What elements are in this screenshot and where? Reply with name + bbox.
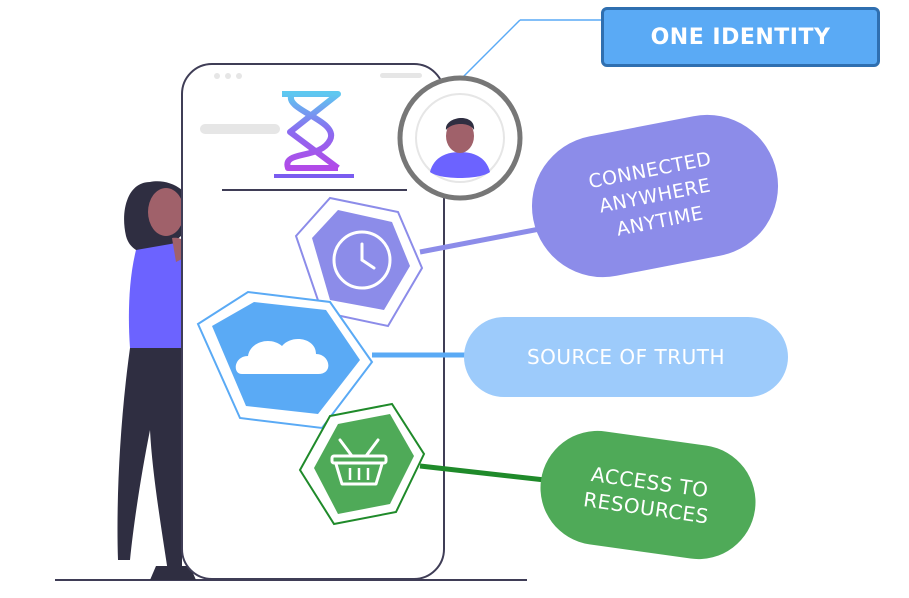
clock-icon: [332, 230, 392, 290]
cloud-icon: [235, 339, 329, 374]
source-of-truth-label: SOURCE OF TRUTH: [464, 317, 788, 397]
one-identity-label: ONE IDENTITY: [601, 7, 880, 67]
user-avatar-icon: [397, 19, 601, 201]
cloud-hexagon: [196, 290, 374, 430]
basket-hexagon: [298, 402, 426, 526]
basket-icon: [330, 438, 388, 486]
clock-hexagon: [294, 196, 424, 328]
one-identity-text: ONE IDENTITY: [650, 24, 831, 50]
person-illustration: [117, 181, 196, 580]
s-shaped-ribbon-logo: [274, 91, 354, 178]
source-of-truth-text: SOURCE OF TRUTH: [526, 345, 726, 369]
